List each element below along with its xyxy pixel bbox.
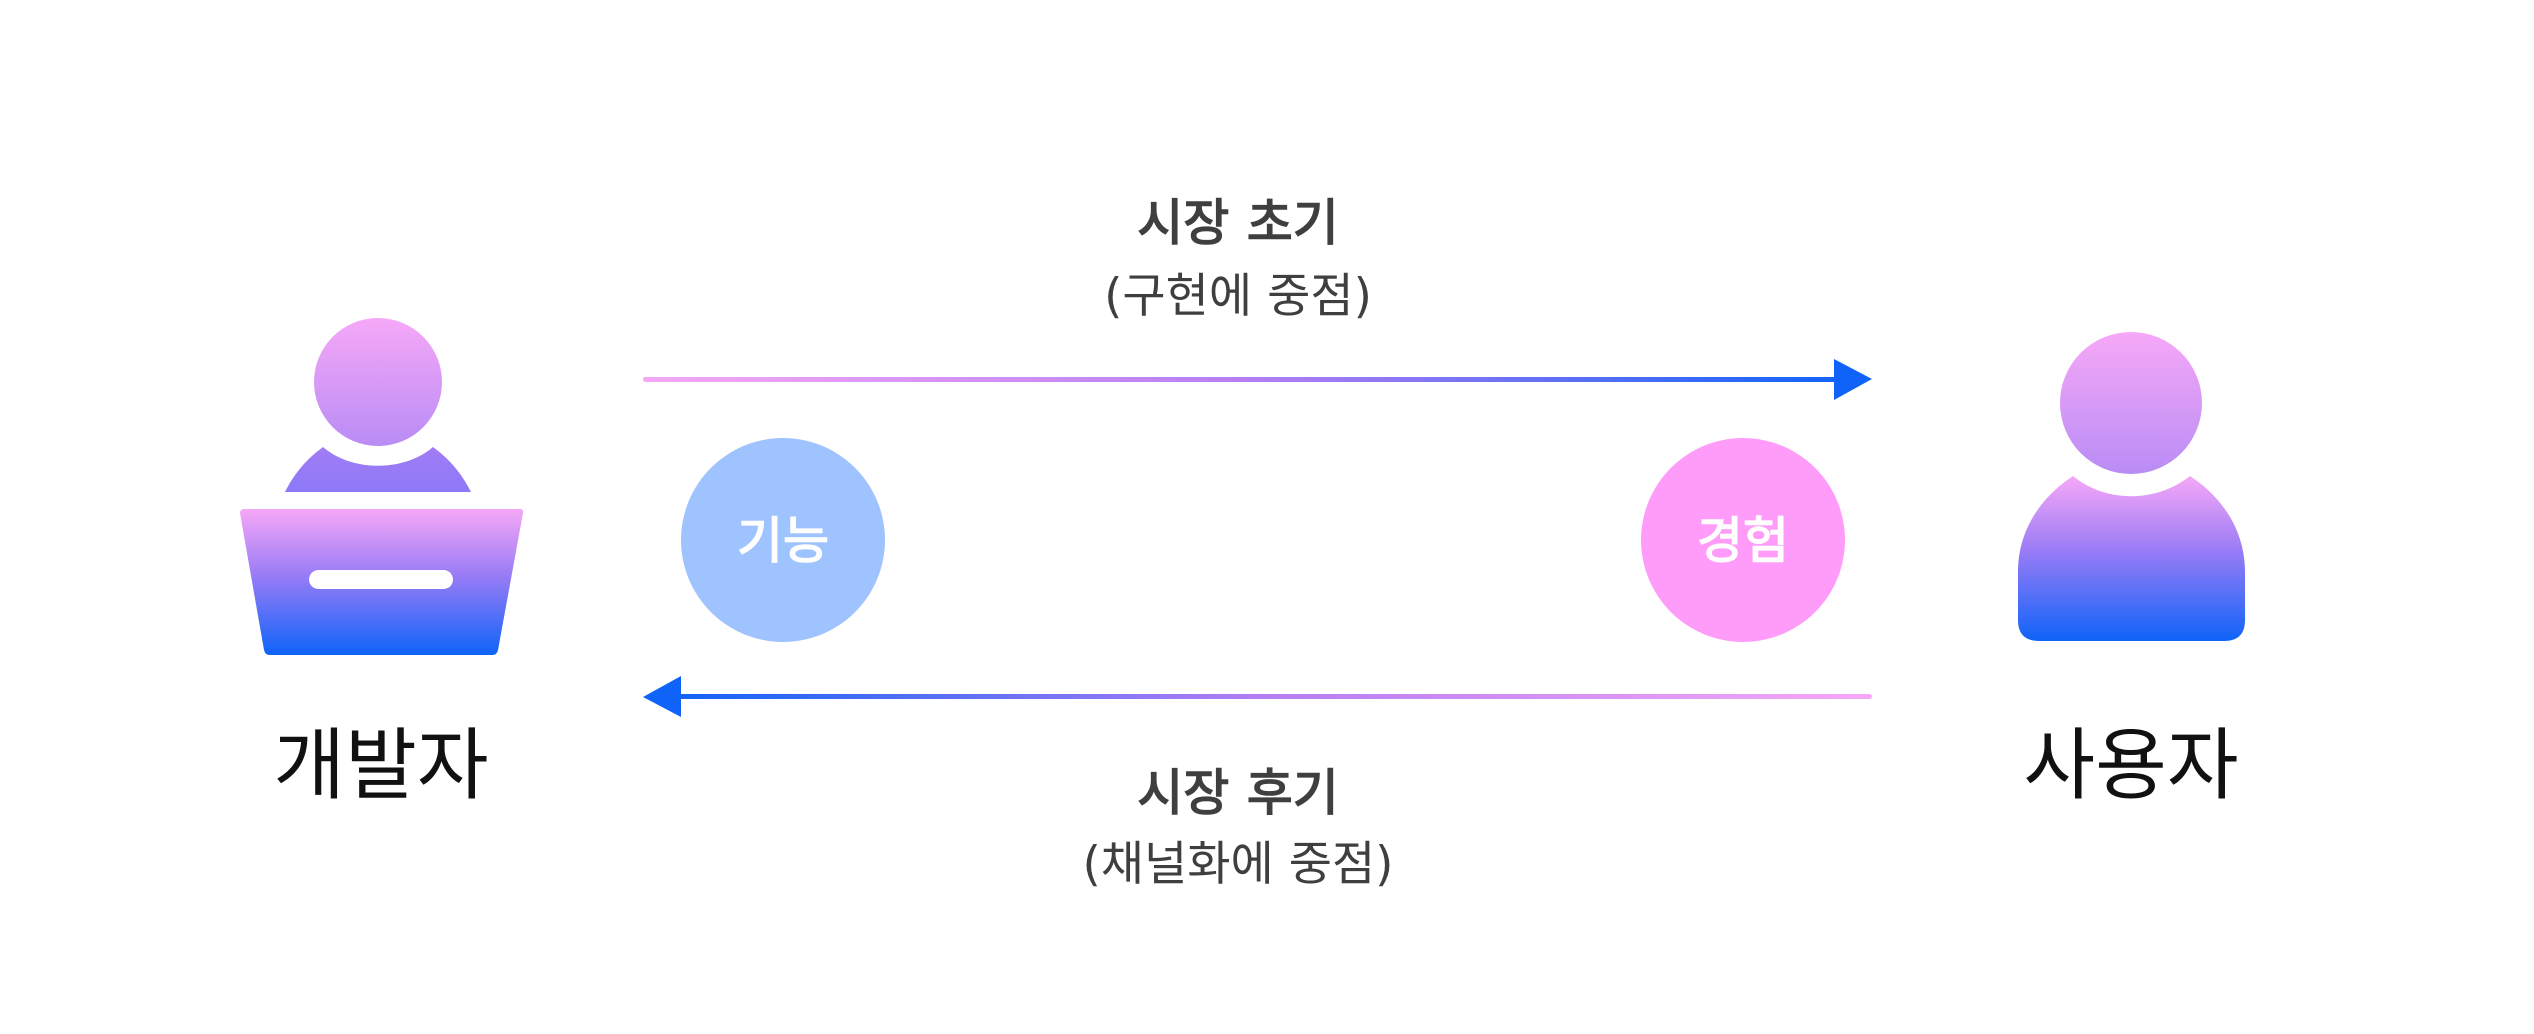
experience-bubble: 경험 (1641, 438, 1845, 642)
user-head (2060, 332, 2202, 474)
arrow-right-icon (643, 359, 1872, 400)
early-market-subtitle: (구현에 중점) (1104, 269, 1372, 324)
user-label: 사용자 (2023, 721, 2238, 811)
feature-bubble: 기능 (681, 438, 885, 642)
user-body (2018, 476, 2245, 641)
user-icon (2018, 332, 2245, 641)
developer-icon (240, 318, 524, 655)
arrow-left-line (672, 694, 1872, 699)
feature-bubble-label: 기능 (737, 512, 829, 570)
developer-label: 개발자 (273, 721, 488, 811)
experience-bubble-circle (1641, 438, 1845, 642)
late-market-subtitle: (채널화에 중점) (1082, 837, 1393, 892)
experience-bubble-label: 경험 (1697, 512, 1789, 570)
developer-shoulders (285, 447, 471, 492)
feature-bubble-circle (681, 438, 885, 642)
developer-head (314, 318, 442, 446)
developer-laptop-bar (309, 570, 453, 589)
arrow-right-line (643, 377, 1843, 382)
arrow-left-head (643, 676, 681, 717)
arrow-left-icon (643, 676, 1872, 717)
late-market-title: 시장 후기 (1137, 764, 1338, 822)
early-market-title: 시장 초기 (1137, 194, 1338, 252)
arrow-right-head (1834, 359, 1872, 400)
